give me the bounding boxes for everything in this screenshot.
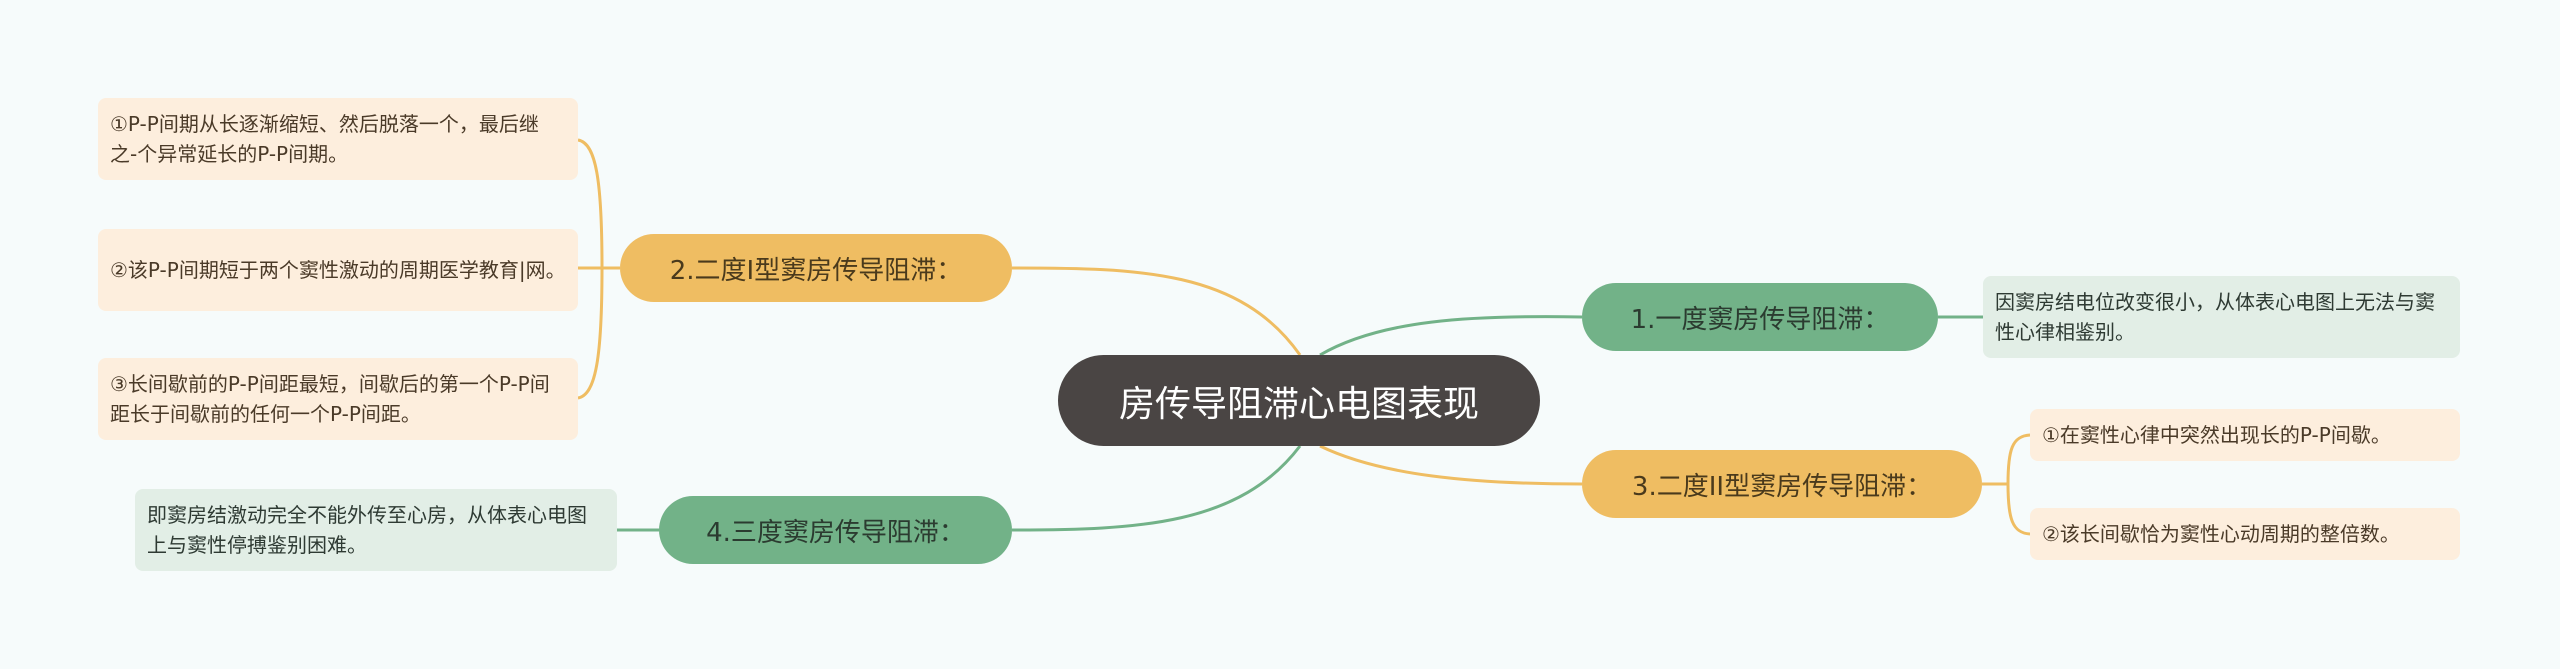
branch-second-degree-type2[interactable]: 3.二度II型窦房传导阻滞：	[1582, 450, 1982, 518]
branch-first-degree[interactable]: 1.一度窦房传导阻滞：	[1582, 283, 1938, 351]
link-center-branch3	[1319, 444, 1583, 486]
branch-third-degree[interactable]: 4.三度窦房传导阻滞：	[659, 496, 1012, 564]
branch-second-degree-type1[interactable]: 2.二度I型窦房传导阻滞：	[620, 234, 1012, 302]
note-type2-2: ②该长间歇恰为窦性心动周期的整倍数。	[2030, 508, 2460, 560]
link-center-branch2	[1011, 266, 1302, 356]
note-type1-1: ①P-P间期从长逐渐缩短、然后脱落一个，最后继之-个异常延长的P-P间期。	[98, 98, 578, 180]
link-center-branch4	[1011, 445, 1302, 532]
note-type1-3: ③长间歇前的P-P间距最短，间歇后的第一个P-P间距长于间歇前的任何一个P-P间…	[98, 358, 578, 440]
note-first-degree: 因窦房结电位改变很小，从体表心电图上无法与窦性心律相鉴别。	[1983, 276, 2460, 358]
link-branch3-notes	[1982, 433, 2031, 536]
link-center-branch1	[1319, 315, 1583, 357]
note-third-degree: 即窦房结激动完全不能外传至心房，从体表心电图上与窦性停搏鉴别困难。	[135, 489, 617, 571]
link-branch2-notes	[577, 138, 620, 400]
central-topic[interactable]: 房传导阻滞心电图表现	[1058, 355, 1540, 446]
note-type2-1: ①在窦性心律中突然出现长的P-P间歇。	[2030, 409, 2460, 461]
note-type1-2: ②该P-P间期短于两个窦性激动的周期医学教育|网。	[98, 229, 578, 311]
